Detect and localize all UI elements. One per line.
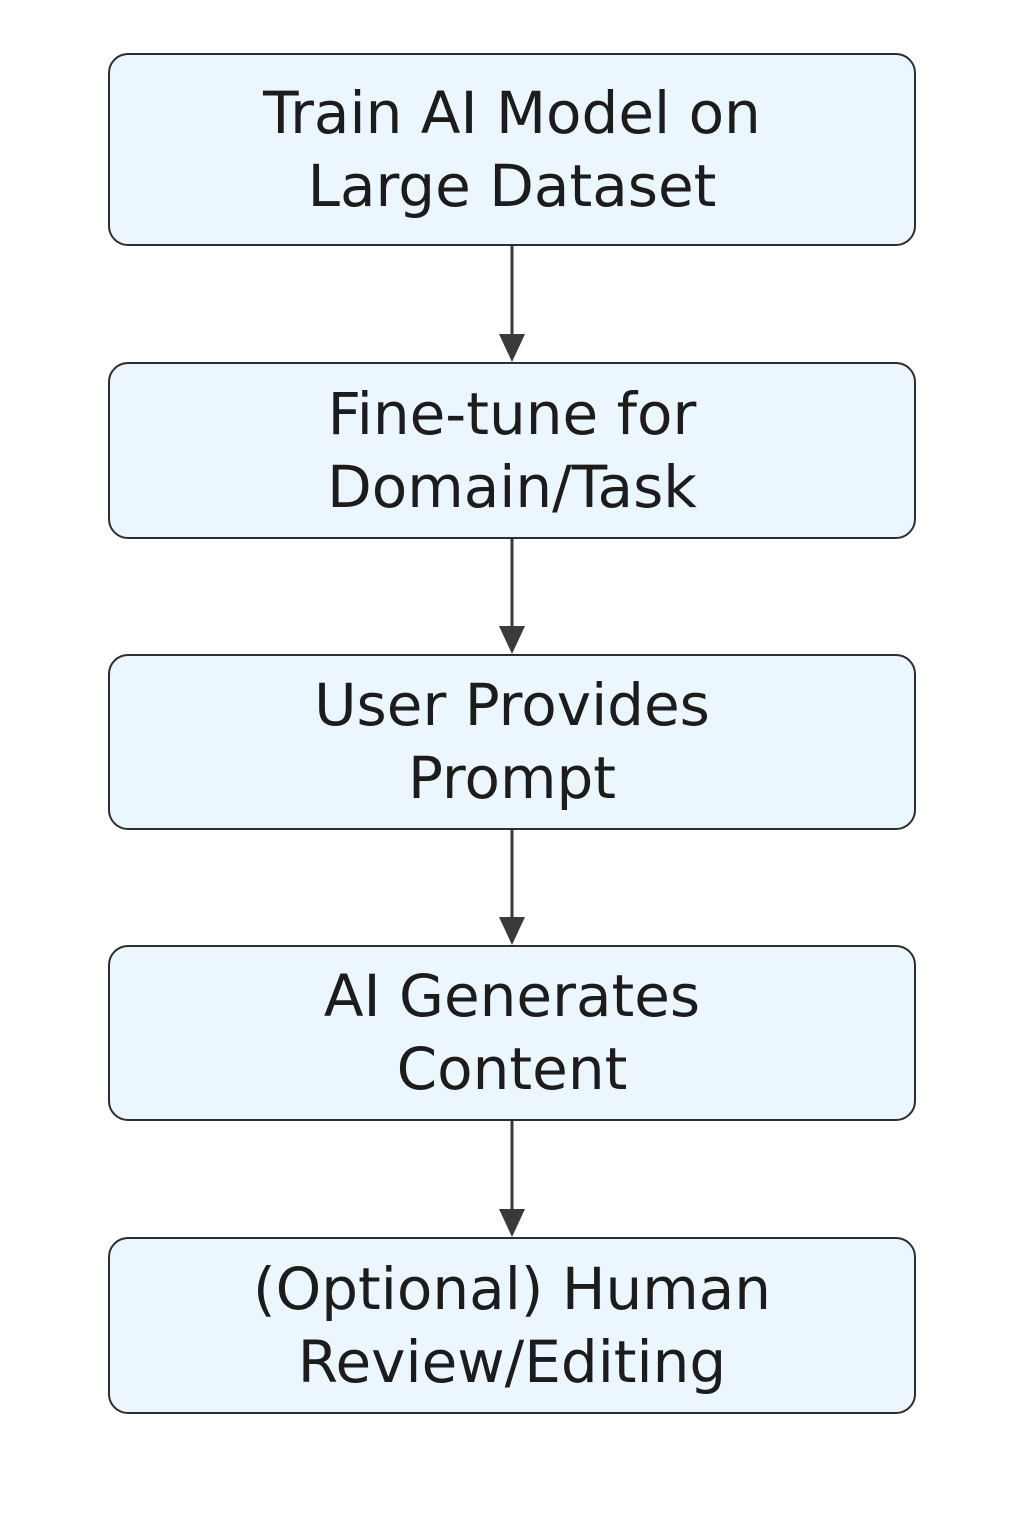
node-ai-generates: AI Generates Content xyxy=(108,945,916,1121)
node-user-prompt-line-2: Prompt xyxy=(407,744,617,812)
node-human-review-line-2: Review/Editing xyxy=(297,1327,727,1396)
arrow-finetune-to-prompt xyxy=(499,539,525,654)
node-user-prompt-line-1: User Provides xyxy=(314,671,710,739)
node-train-model-line-1: Train AI Model on xyxy=(263,78,761,147)
node-human-review-line-1: (Optional) Human xyxy=(252,1254,772,1323)
node-train-model-line-2: Large Dataset xyxy=(307,151,717,220)
node-fine-tune: Fine-tune for Domain/Task xyxy=(108,362,916,539)
arrow-prompt-to-generate xyxy=(499,830,525,945)
node-user-prompt: User Provides Prompt xyxy=(108,654,916,830)
node-train-model: Train AI Model on Large Dataset xyxy=(108,53,916,246)
arrow-train-to-finetune xyxy=(499,246,525,362)
node-ai-generates-line-1: AI Generates xyxy=(323,962,701,1030)
node-fine-tune-line-1: Fine-tune for xyxy=(327,379,697,448)
node-human-review: (Optional) Human Review/Editing xyxy=(108,1237,916,1414)
node-ai-generates-line-2: Content xyxy=(396,1035,628,1103)
node-fine-tune-line-2: Domain/Task xyxy=(327,452,697,521)
arrow-generate-to-review xyxy=(499,1121,525,1237)
